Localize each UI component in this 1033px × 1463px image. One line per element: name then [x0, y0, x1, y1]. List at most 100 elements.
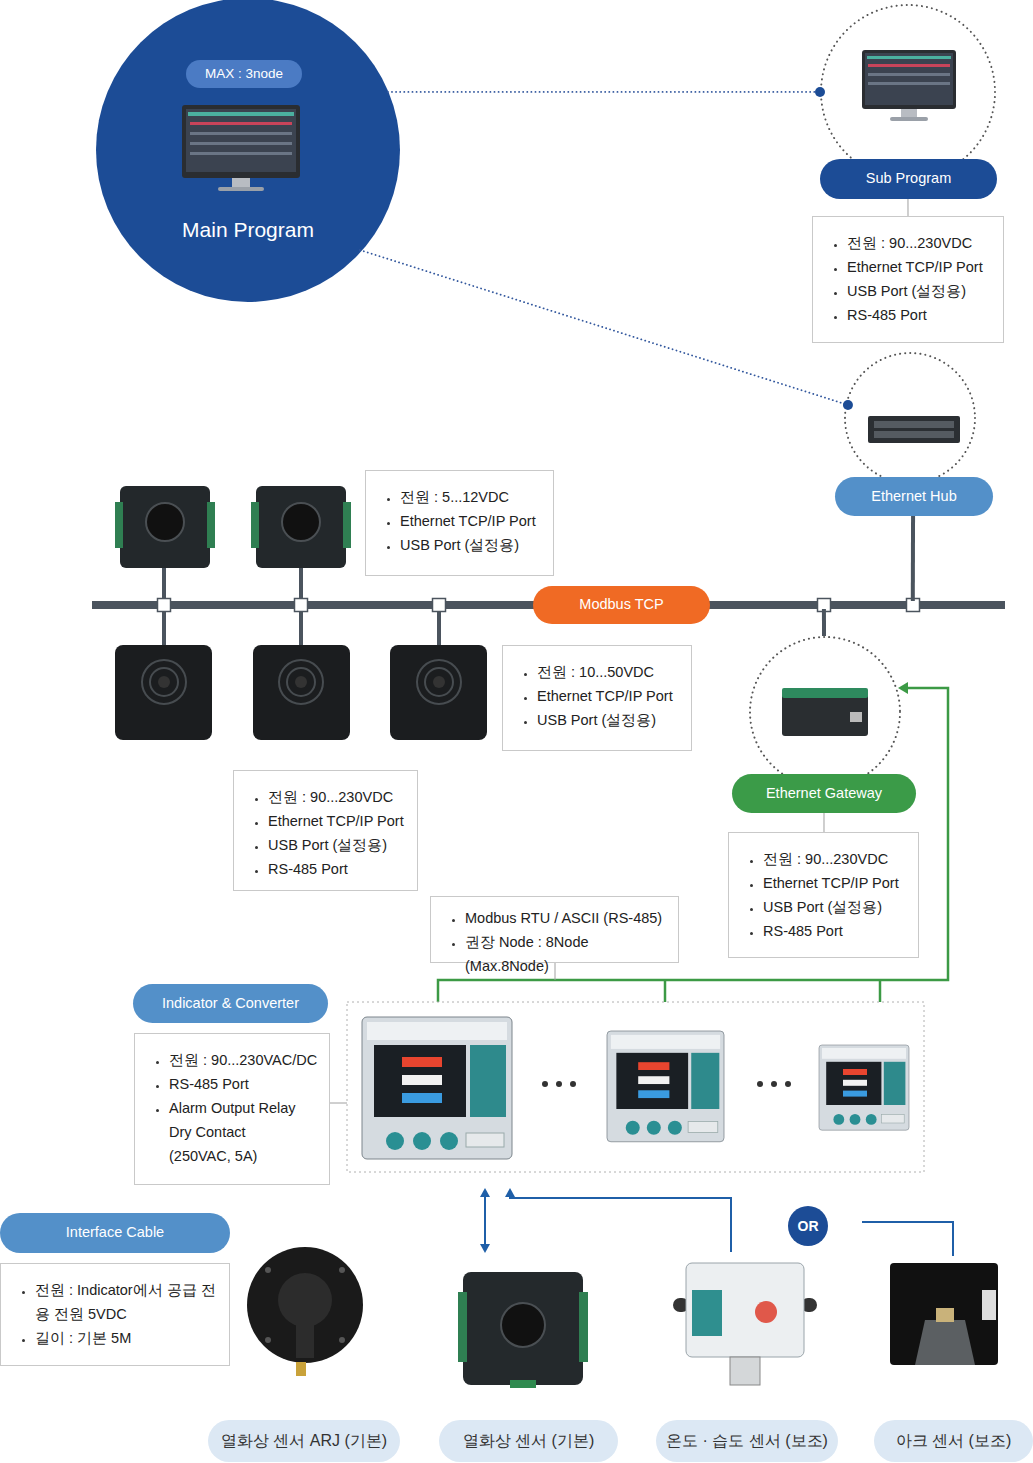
monitor-base	[890, 117, 928, 121]
dot	[556, 1081, 562, 1087]
arrow-head	[505, 1188, 515, 1197]
spec-item: 전원 : 90...230VDC	[847, 231, 995, 255]
monitor-base	[218, 187, 264, 191]
pill-shape	[732, 774, 916, 813]
cable-tip	[296, 1362, 306, 1376]
mount-ear	[801, 1298, 817, 1312]
sensor-bracket	[251, 502, 259, 548]
arj-lens	[278, 1273, 332, 1327]
pill-shape	[133, 984, 328, 1023]
node-label: MAX : 3node	[192, 60, 296, 88]
hub-device	[868, 416, 960, 443]
arj-sensor	[247, 1247, 363, 1376]
sensor-icon	[755, 1301, 777, 1323]
pill-shape	[0, 1213, 230, 1253]
dotted-circle	[821, 5, 995, 179]
pill-label: 열화상 센서 ARJ (기본)	[208, 1420, 400, 1462]
sensor-ring	[142, 660, 186, 704]
sensor-bracket	[458, 1292, 467, 1362]
spec-item: 전원 : 10...50VDC	[537, 660, 683, 684]
spec-box: 전원 : 10...50VDCEthernet TCP/IP PortUSB P…	[502, 645, 692, 751]
gateway-device	[782, 688, 868, 736]
sensor-wire	[484, 1196, 486, 1246]
gateway-body	[782, 694, 868, 736]
sensor-label	[982, 1290, 996, 1320]
device-group: Ethernet Hub	[835, 352, 993, 516]
node-label: Main Program	[96, 212, 400, 248]
device-group: Sub Program	[820, 4, 997, 199]
sensor-bracket	[343, 502, 351, 548]
pill-label: 온도 · 습도 센서 (보조)	[656, 1420, 838, 1462]
pill-label: Interface Cable	[0, 1213, 230, 1253]
indicator-frame	[347, 1002, 924, 1172]
sensor-ring	[287, 668, 315, 696]
screen-bar	[190, 142, 292, 145]
bus-junction	[907, 599, 920, 612]
circle-shape	[788, 1206, 828, 1246]
connector-dot	[843, 400, 853, 410]
sensor-body	[890, 1263, 998, 1365]
circle-node: OR	[788, 1206, 828, 1246]
bus-junction	[158, 599, 171, 612]
spec-item: Ethernet TCP/IP Port	[268, 809, 409, 833]
spec-item: Modbus RTU / ASCII (RS-485)	[465, 906, 670, 930]
sensor-lens	[282, 503, 320, 541]
spec-item: RS-485 Port	[268, 857, 409, 881]
spec-item: Ethernet TCP/IP Port	[847, 255, 995, 279]
spec-box: 전원 : 90...230VDCEthernet TCP/IP PortUSB …	[233, 770, 418, 891]
sensor-body	[390, 645, 487, 740]
terminal	[510, 1380, 536, 1388]
pill-shape	[186, 60, 302, 88]
dot	[542, 1081, 548, 1087]
node-label: OR	[788, 1206, 828, 1246]
connector	[911, 516, 915, 601]
sensor-bracket	[115, 502, 123, 548]
spec-item: Ethernet TCP/IP Port	[537, 684, 683, 708]
monitor-screen	[186, 109, 296, 172]
sensor-body	[120, 486, 210, 568]
sensor-ring	[417, 660, 461, 704]
hub-body	[868, 416, 960, 443]
sensor-wire	[510, 1196, 731, 1252]
bus-junction	[295, 599, 308, 612]
pill-shape	[208, 1420, 400, 1462]
spec-item: 전원 : 90...230VAC/DC	[169, 1048, 321, 1072]
pill-shape	[656, 1420, 838, 1462]
node-outline	[96, 0, 400, 302]
pill-shape	[835, 477, 993, 516]
sensor-wire	[862, 1222, 953, 1256]
pill-label: Indicator & Converter	[133, 984, 328, 1023]
main-monitor	[182, 105, 300, 191]
sensor-bracket	[579, 1292, 588, 1362]
arrow-head	[898, 682, 908, 694]
sensor-panel	[692, 1290, 722, 1336]
node-outline	[92, 601, 1005, 609]
spec-item: 전원 : 90...230VDC	[763, 847, 910, 871]
bus-junction	[818, 599, 831, 612]
sensor-body	[256, 486, 346, 568]
indicator-device	[362, 1017, 512, 1159]
sensor-body	[115, 645, 212, 740]
leader-line	[330, 1103, 347, 1104]
sensor-lens	[158, 676, 170, 688]
sensor-ring	[150, 668, 178, 696]
sensor-lens	[501, 1303, 545, 1347]
spec-item: USB Port (설정용)	[763, 895, 910, 919]
spec-box: 전원 : 90...230VAC/DCRS-485 PortAlarm Outp…	[134, 1033, 330, 1185]
spec-box: Modbus RTU / ASCII (RS-485)권장 Node : 8No…	[430, 896, 679, 963]
arj-neck	[296, 1300, 314, 1358]
sensor-lens	[295, 676, 307, 688]
spec-item: 길이 : 기본 5M	[35, 1326, 221, 1350]
spec-item: Ethernet TCP/IP Port	[763, 871, 910, 895]
spec-item: RS-485 Port	[169, 1072, 321, 1096]
spec-box: 전원 : 90...230VDCEthernet TCP/IP PortUSB …	[728, 832, 919, 958]
hub-ports	[874, 421, 954, 428]
pill-shape	[874, 1420, 1033, 1462]
connector	[823, 813, 824, 832]
hub-ports	[874, 431, 954, 438]
sensor-bracket	[207, 502, 215, 548]
spec-item: USB Port (설정용)	[400, 533, 545, 557]
sensor-ring	[279, 660, 323, 704]
